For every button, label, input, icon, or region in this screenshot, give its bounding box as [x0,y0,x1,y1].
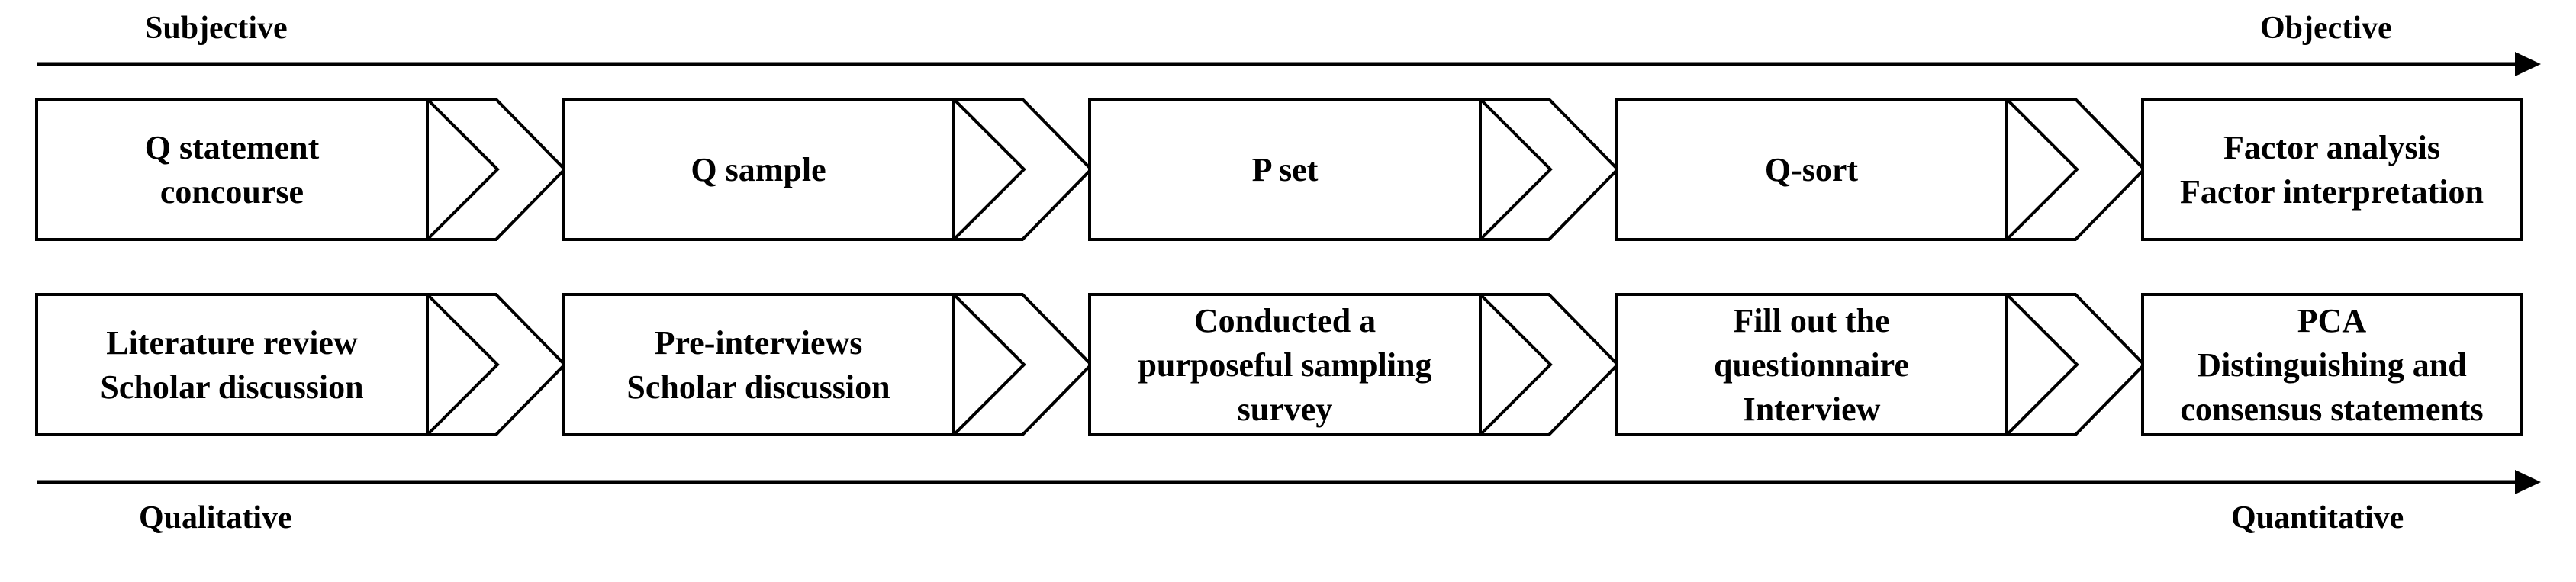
chevron-inner-icon [952,293,1026,436]
axis-label-qualitative: Qualitative [139,500,292,535]
step-label: PCA Distinguishing and consensus statement… [2180,302,2483,428]
step-label: P set [1252,151,1319,188]
step-box [35,98,429,241]
chevron-inner-icon [1479,98,1553,241]
process-step: Conducted a purposeful sampling survey [1088,293,1620,436]
axis-label-subjective: Subjective [145,11,288,46]
step-label: Q sample [691,151,826,188]
top-axis-arrow [37,52,2541,76]
step-label-line: Literature review [106,324,358,362]
step-label: Q-sort [1765,151,1859,188]
chevron-inner-icon [1479,293,1553,436]
step-box [2141,98,2523,241]
step-label-line: survey [1238,391,1333,428]
step-label-line: questionnaire [1714,346,1909,384]
step-box [1088,293,1482,436]
chevron-inner-icon [2005,98,2079,241]
step-box [35,293,429,436]
step-box [1615,293,2008,436]
step-label-line: P set [1252,151,1319,188]
step-label-line: Pre-interviews [655,324,863,362]
step-label-line: Factor analysis [2223,129,2440,166]
step-label-line: Interview [1743,391,1881,428]
step-label-line: Q-sort [1765,151,1859,188]
process-step: Q sample [562,98,1093,241]
step-box [562,293,955,436]
step-label: Q statement concourse [145,129,320,211]
process-step: P set [1088,98,1620,241]
step-label-line: Scholar discussion [626,368,890,406]
axis-label-objective: Objective [2260,11,2392,46]
step-label-line: concourse [160,173,304,211]
step-box [562,98,955,241]
chevron-inner-icon [426,98,500,241]
step-label-line: Q statement [145,129,320,166]
step-label-line: Q sample [691,151,826,188]
chevron-inner-icon [426,293,500,436]
step-label-line: Distinguishing and [2197,346,2466,384]
step-box [2141,293,2523,436]
step-label-line: PCA [2297,302,2367,339]
process-step: PCA Distinguishing and consensus statement… [2141,293,2523,436]
step-label-line: purposeful sampling [1138,346,1431,384]
bottom-axis-arrow [37,470,2541,494]
process-step: Q-sort [1615,98,2146,241]
step-label-line: Fill out the [1733,302,1889,339]
step-box [1615,98,2008,241]
step-label-line: consensus statements [2180,391,2483,428]
process-step: Q statement concourse [35,98,567,241]
step-label-line: Factor interpretation [2180,173,2484,211]
chevron-inner-icon [952,98,1026,241]
chevron-inner-icon [2005,293,2079,436]
step-label-line: Conducted a [1194,302,1376,339]
step-label: Conducted a purposeful sampling survey [1138,302,1431,428]
axis-label-quantitative: Quantitative [2231,500,2404,535]
step-label-line: Scholar discussion [100,368,363,406]
